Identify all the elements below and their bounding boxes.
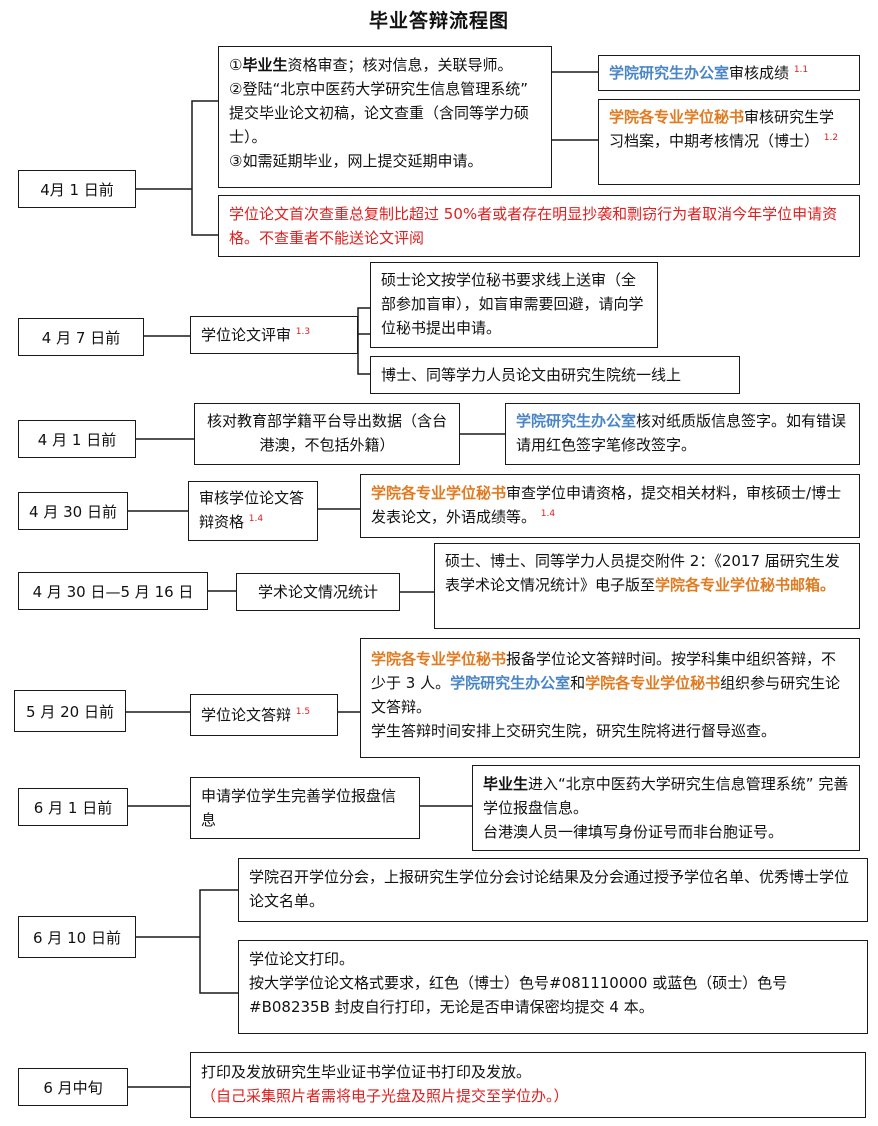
- page-title: 毕业答辩流程图: [368, 10, 509, 32]
- step-3-verify-box: 学院研究生办公室核对纸质版信息签字。如有错误请用红色签字笔修改签字。: [505, 403, 860, 465]
- date-step-1: 4月 1 日前: [18, 170, 136, 208]
- step-1-warning-box: 学位论文首次查重总复制比超过 50%者或者存在明显抄袭和剽窃行为者取消今年学位申…: [218, 195, 860, 257]
- step-1-review-grades-box: 学院研究生办公室审核成绩 1.1: [598, 55, 860, 91]
- date-step-8: 6 月 10 日前: [18, 916, 136, 958]
- step-7-main-box: 申请学位学生完善学位报盘信息: [190, 777, 420, 839]
- step-2-main-box: 学位论文评审 1.3: [190, 316, 358, 354]
- step-4-main-box: 审核学位论文答辩资格 1.4: [188, 481, 318, 541]
- step-8-print-thesis-box: 学位论文打印。 按大学学位论文格式要求，红色（博士）色号#081110000 或…: [238, 940, 868, 1034]
- step-2-doctor-review-box: 博士、同等学力人员论文由研究生院统一线上: [370, 356, 740, 394]
- step-4-audit-box: 学院各专业学位秘书审查学位申请资格，提交相关材料，审核硕士/博士发表论文，外语成…: [360, 474, 860, 538]
- step-6-defense-box: 学院各专业学位秘书报备学位论文答辩时间。按学科集中组织答辩，不少于 3 人。学院…: [360, 638, 860, 758]
- step-2-master-review-box: 硕士论文按学位秘书要求线上送审（全部参加盲审），如盲审需要回避，请向学位秘书提出…: [370, 262, 658, 348]
- step-8-committee-box: 学院召开学位分会，上报研究生学位分会讨论结果及分会通过授予学位名单、优秀博士学位…: [238, 858, 868, 922]
- step-6-main-box: 学位论文答辩 1.5: [190, 694, 338, 736]
- date-step-9: 6 月中旬: [18, 1068, 128, 1106]
- date-step-6: 5 月 20 日前: [14, 690, 126, 732]
- step-1-review-archive-box: 学院各专业学位秘书审核研究生学习档案，中期考核情况（博士） 1.2: [598, 99, 860, 185]
- step-5-main-box: 学术论文情况统计: [236, 573, 400, 611]
- step-1-line-1: ①毕业生资格审查；核对信息，关联导师。: [229, 56, 513, 74]
- date-step-2: 4 月 7 日前: [18, 318, 144, 356]
- step-1-line-2: ②登陆“北京中医药大学研究生信息管理系统” 提交毕业论文初稿，论文查重（含同等学…: [229, 80, 530, 146]
- date-step-3: 4 月 1 日前: [18, 420, 136, 458]
- step-7-info-box: 毕业生进入“北京中医药大学研究生信息管理系统” 完善学位报盘信息。 台港澳人员一…: [472, 765, 860, 851]
- step-3-main-box: 核对教育部学籍平台导出数据（含台港澳，不包括外籍）: [194, 403, 460, 465]
- step-9-certificate-box: 打印及发放研究生毕业证书学位证书打印及发放。 （自己采集照片者需将电子光盘及照片…: [190, 1052, 866, 1118]
- date-step-7: 6 月 1 日前: [18, 788, 128, 826]
- step-1-line-3: ③如需延期毕业，网上提交延期申请。: [229, 152, 483, 170]
- date-step-5: 4 月 30 日—5 月 16 日: [18, 572, 208, 610]
- step-1-main-box: ①毕业生资格审查；核对信息，关联导师。 ②登陆“北京中医药大学研究生信息管理系统…: [218, 46, 552, 188]
- date-step-4: 4 月 30 日前: [18, 492, 128, 530]
- step-5-statistics-box: 硕士、博士、同等学力人员提交附件 2：《2017 届研究生发表学术论文情况统计》…: [434, 543, 860, 629]
